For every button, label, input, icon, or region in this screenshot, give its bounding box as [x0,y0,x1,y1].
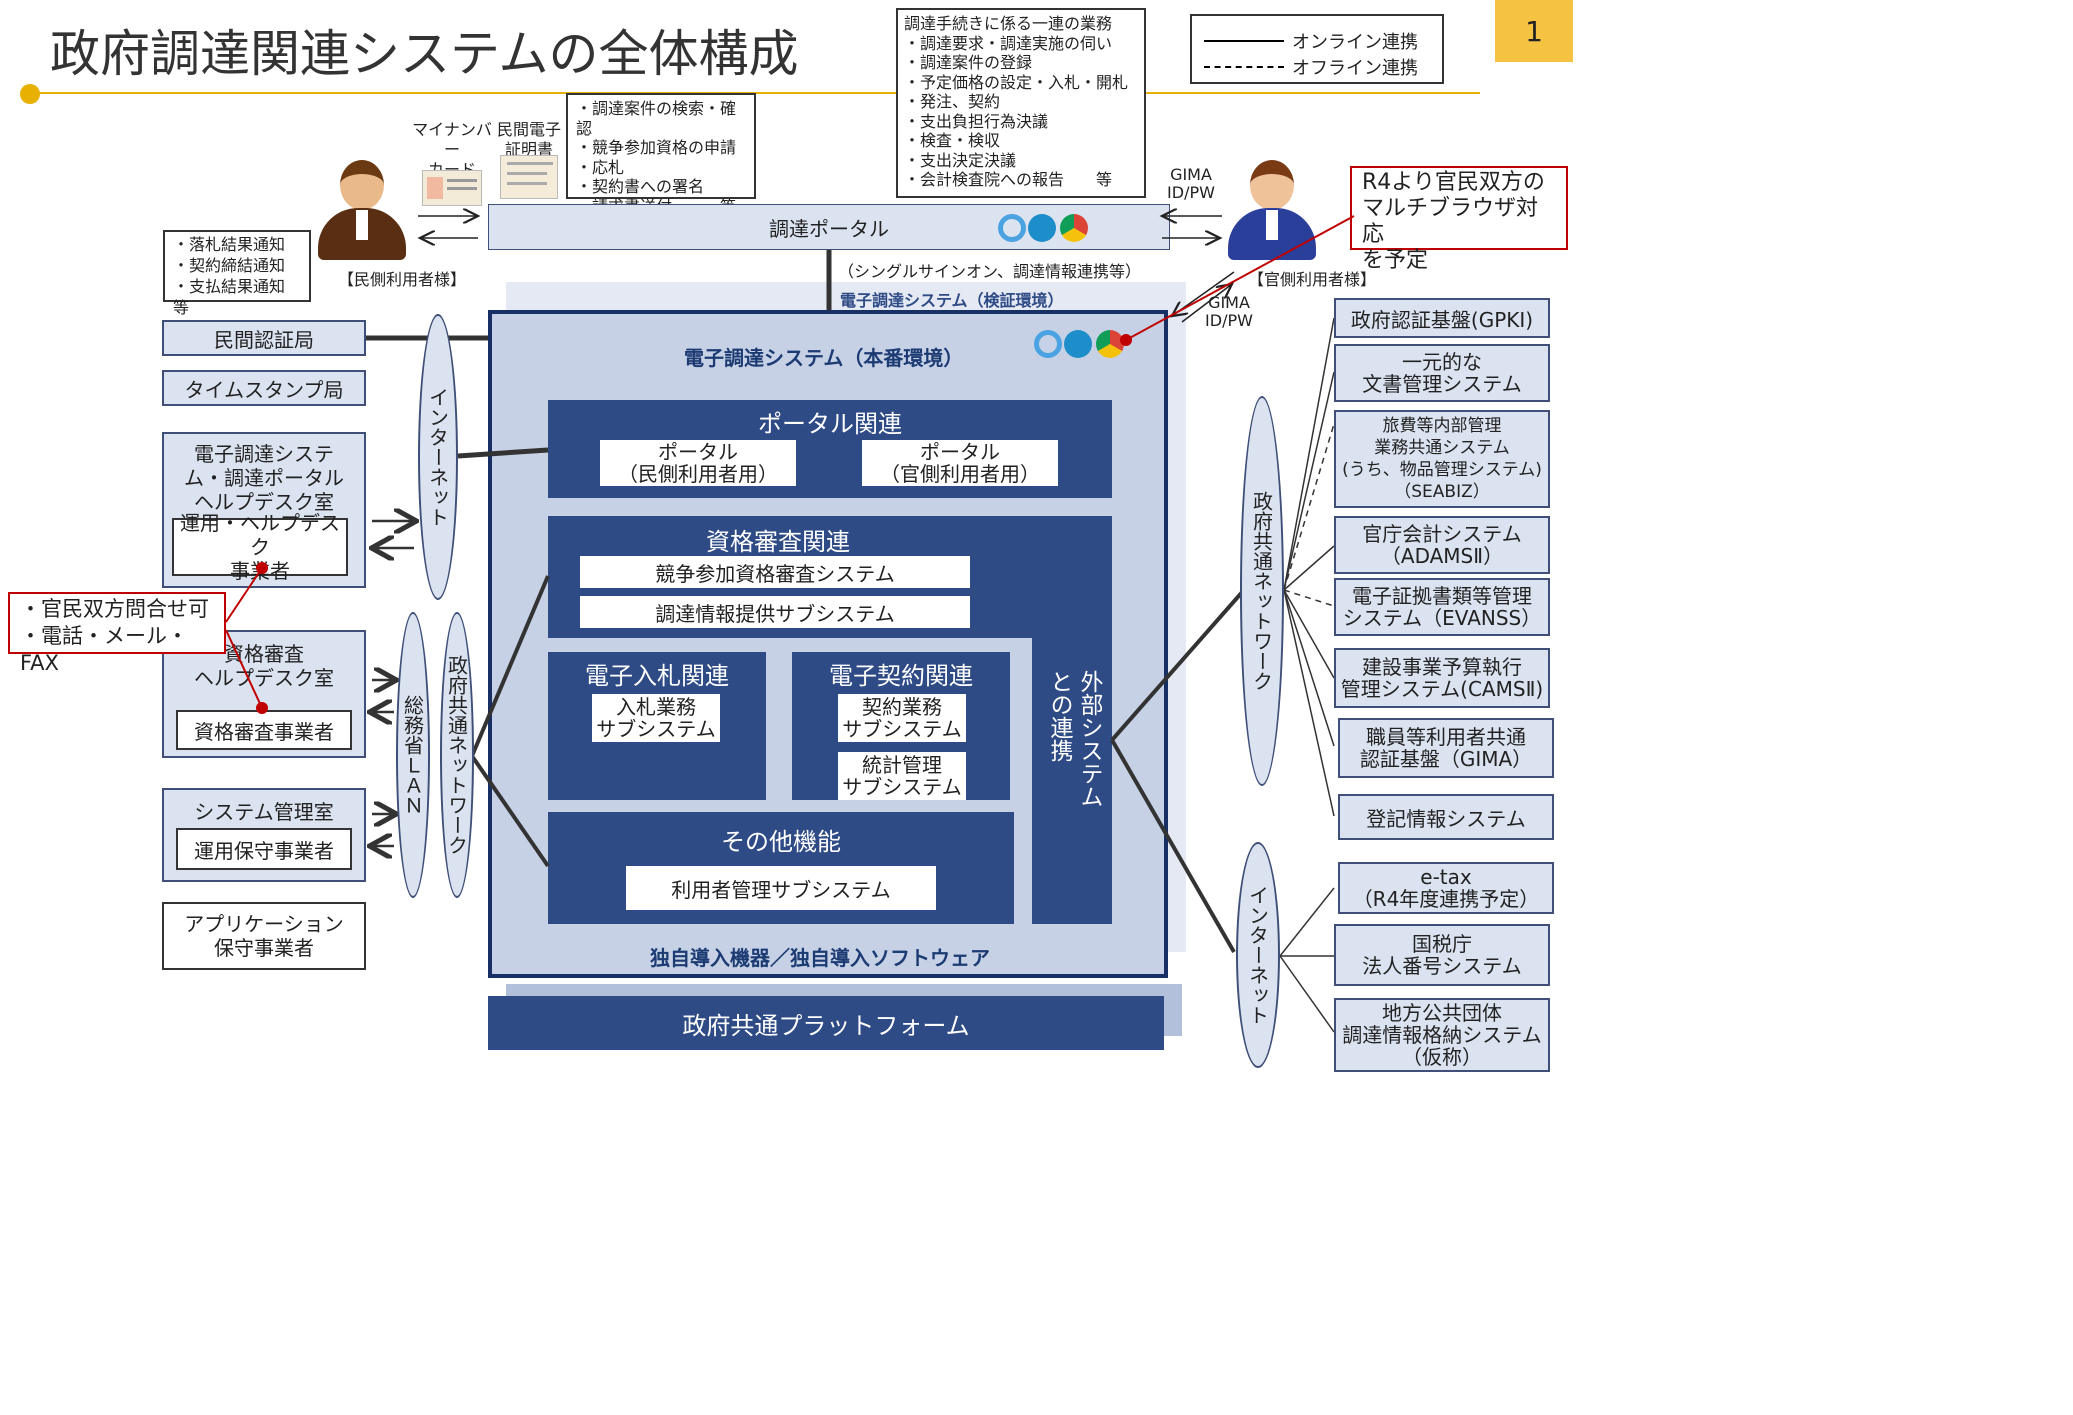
procurement-line: ・予定価格の設定・入札・開札 [904,72,1129,92]
edge-icon [1028,214,1056,242]
platform-bar: 政府共通プラットフォーム [488,996,1164,1050]
notice-line: ・契約締結通知 [173,256,286,275]
right-system-evanss: 電子証拠書類等管理 システム（EVANSS） [1334,578,1550,636]
sso-label: （シングルサインオン、調達情報連携等） [838,262,1142,281]
private-action-line: ・契約書への署名 [576,177,705,196]
gima-label-1: GIMA ID/PW [1167,165,1215,202]
right-internet-etax: e-tax （R4年度連携予定） [1338,862,1554,914]
gov-net-right-label: 政府共通ネットワーク [1249,491,1274,691]
legend: オンライン連携 オフライン連携 [1190,14,1444,84]
right-internet-local-gov: 地方公共団体 調達情報格納システム （仮称） [1334,998,1550,1072]
portal-browser-icons [998,214,1090,242]
right-system-gima: 職員等利用者共通 認証基盤（GIMA） [1338,718,1554,778]
legend-offline-label: オフライン連携 [1292,58,1418,79]
external-link-column [1032,554,1112,924]
edge-icon [1064,330,1092,358]
procurement-line: ・検査・検収 [904,131,1001,150]
mynumber-card-icon [422,170,482,206]
right-system-doc-mgmt: 一元的な 文書管理システム [1334,344,1550,402]
right-system-adams: 官庁会計システム （ADAMSⅡ） [1334,516,1550,574]
procurement-tasks-box: 調達手続きに係る一連の業務 ・調達要求・調達実施の伺い ・調達案件の登録 ・予定… [896,8,1146,198]
title-bullet-dot [20,84,40,104]
sysroom-label: システム管理室 [194,800,334,824]
contract-item: 統計管理 サブシステム [838,752,966,800]
timestamp-box: タイムスタンプ局 [162,370,366,406]
helpdesk-label: 電子調達システ ム・調達ポータル ヘルプデスク室 [184,442,344,514]
procurement-line: 調達手続きに係る一連の業務 [904,14,1113,33]
notice-line: ・落札結果通知 [173,235,286,254]
right-internet-corp-number: 国税庁 法人番号システム [1334,924,1550,986]
chrome-icon [1096,330,1124,358]
internet-right-label: インターネット [1245,885,1270,1025]
bid-item: 入札業務 サブシステム [592,694,720,742]
contract-item: 契約業務 サブシステム [838,694,966,742]
lan-ellipse: 総務省ＬＡＮ [396,612,430,898]
right-system-registry: 登記情報システム [1338,794,1554,840]
gov-user-label: 【官側利用者様】 [1248,270,1377,289]
private-ca-box: 民間認証局 [162,320,366,356]
qualification-item: 調達情報提供サブシステム [580,596,970,628]
procurement-line: ・支出負担行為決議 [904,111,1049,131]
procurement-line: ・調達要求・調達実施の伺い [904,33,1113,53]
qual-desk-label: 資格審査 ヘルプデスク室 [194,642,334,690]
user-gov-icon [1228,160,1316,260]
verify-env-label: 電子調達システム（検証環境） [840,291,1064,310]
private-cert-icon [500,155,558,199]
portal-bar: 調達ポータル [488,204,1170,250]
right-system-gpki: 政府認証基盤(GPKI) [1334,298,1550,338]
right-system-cams: 建設事業予算執行 管理システム(CAMSⅡ) [1334,648,1550,708]
portal-group-title: ポータル関連 [758,410,902,438]
legend-online-label: オンライン連携 [1292,32,1418,53]
ie-icon [998,214,1026,242]
internet-right-ellipse: インターネット [1236,842,1280,1068]
private-user-label: 【民側利用者様】 [338,270,467,289]
qualification-item: 競争参加資格審査システム [580,556,970,588]
browser-callout: R4より官民双方の マルチブラウザ対応 を予定 [1350,166,1568,273]
portal-private-item: ポータル （民側利用者用） [600,440,796,486]
procurement-line: ・発注、契約 [904,92,1001,111]
portal-gov-item: ポータル （官側利用者用） [862,440,1058,486]
private-action-line: ・競争参加資格の申請 [576,138,737,157]
page-number: 1 [1495,0,1573,62]
other-group-title: その他機能 [721,828,841,856]
right-system-seabiz: 旅費等内部管理 業務共通システム (うち、物品管理システム) （SEABIZ） [1334,410,1550,508]
private-action-line: ・応札 [576,157,625,177]
notice-line: ・支払結果通知 等 [173,277,286,317]
sysroom-inner-box: 運用保守事業者 [176,828,352,870]
page-title: 政府調達関連システムの全体構成 [50,25,799,83]
external-link-label: 外部システム との連携 [1046,670,1102,808]
main-system-footer: 独自導入機器／独自導入ソフトウェア [650,946,990,970]
procurement-line: ・支出決定決議 [904,150,1017,170]
contract-group-title: 電子契約関連 [829,662,973,690]
qualification-group-title: 資格審査関連 [706,528,850,556]
notices-box: ・落札結果通知 ・契約締結通知 ・支払結果通知 等 [163,230,311,317]
private-action-line: ・調達案件の検索・確認 [576,99,737,138]
qual-desk-inner-box: 資格審査事業者 [176,710,352,750]
contact-callout: ・官民双方問合せ可 ・電話・メール・FAX [8,592,226,675]
lan-label: 総務省ＬＡＮ [400,695,425,815]
procurement-line: ・調達案件の登録 [904,53,1033,72]
internet-left-label: インターネット [425,387,450,527]
user-private-icon [318,160,406,260]
main-system-title: 電子調達システム（本番環境） [684,346,964,370]
other-item: 利用者管理サブシステム [626,866,936,910]
legend-online-line [1204,40,1284,42]
main-browser-icons [1034,330,1126,358]
legend-offline-line [1204,66,1284,68]
private-cert-label: 民間電子 証明書 [496,120,561,159]
bid-group-title: 電子入札関連 [585,662,729,690]
gov-net-left-ellipse: 政府共通ネットワーク [440,612,474,898]
gov-net-right-ellipse: 政府共通ネットワーク [1240,396,1284,786]
internet-left-ellipse: インターネット [418,314,458,600]
gov-net-left-label: 政府共通ネットワーク [444,655,469,855]
private-actions-box: ・調達案件の検索・確認 ・競争参加資格の申請 ・応札 ・契約書への署名 ・請求書… [566,93,756,216]
chrome-icon [1060,214,1088,242]
procurement-line: ・会計検査院への報告 等 [904,170,1113,189]
app-maint-box: アプリケーション 保守事業者 [162,902,366,970]
ie-icon [1034,330,1062,358]
